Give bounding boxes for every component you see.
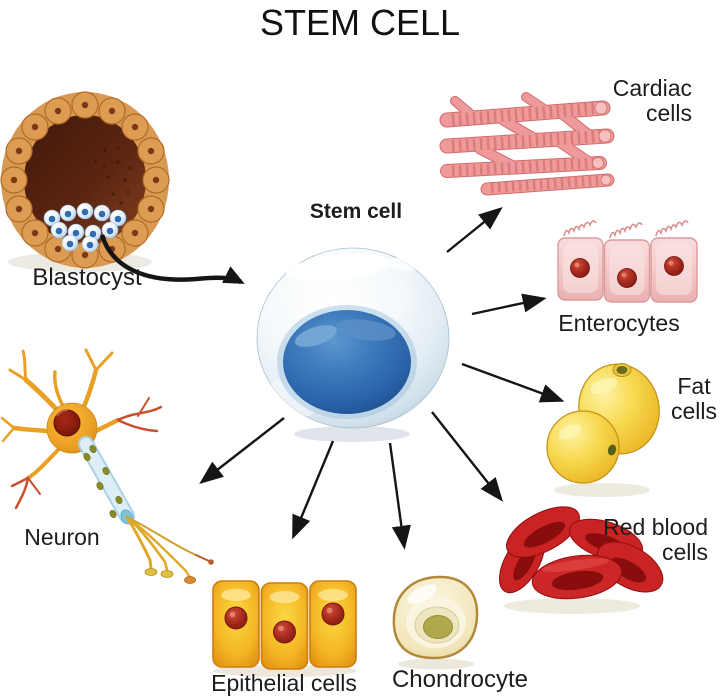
red-blood-label-line2: cells (661, 538, 708, 565)
red-blood-label-line1: Red blood (603, 514, 708, 540)
dendrite-red-tips (10, 397, 163, 510)
arrow-to-fat-cells (461, 362, 565, 403)
arrow-to-red-blood-cells (431, 411, 503, 502)
fat-label-line1: Fat (677, 373, 711, 399)
blastocyst-label: Blastocyst (32, 264, 142, 291)
neuron-illustration (0, 348, 214, 584)
stem-cell-label: Stem cell (309, 200, 403, 223)
differentiation-arrows (199, 206, 565, 550)
cardiac-cells-label: Cardiac cells (582, 76, 692, 126)
fat-cells-label: Fat cells (669, 374, 719, 424)
axon (78, 436, 135, 525)
arrow-to-chondrocyte (388, 442, 411, 550)
fat-cells-illustration (546, 363, 660, 497)
arrow-to-cardiac-cells (446, 206, 503, 253)
microvilli (563, 220, 689, 239)
enterocytes-label: Enterocytes (558, 310, 680, 336)
red-blood-cells-label: Red blood cells (596, 515, 708, 565)
arrow-blastocyst-to-stem-cell (99, 234, 245, 285)
cardiac-cells-illustration (439, 92, 615, 196)
arrow-to-epithelial-cells (292, 440, 335, 540)
blastocyst-illustration (0, 91, 170, 272)
cardiac-label-line1: Cardiac (612, 75, 692, 101)
red-blood-cells-illustration (499, 506, 664, 614)
fat-label-line2: cells (670, 397, 717, 424)
cardiac-label-line2: cells (645, 99, 692, 126)
inner-cell-mass (43, 202, 127, 253)
diagram-title: STEM CELL (259, 2, 461, 43)
arrow-to-enterocytes (471, 293, 547, 316)
dendrites (0, 348, 121, 480)
neuron-label: Neuron (24, 524, 100, 550)
stem-cell-illustration (256, 247, 450, 442)
chondrocyte-illustration (392, 575, 479, 670)
enterocytes-illustration (557, 220, 698, 303)
axon-terminals (125, 515, 214, 584)
epithelial-cells-illustration (212, 580, 357, 677)
arrow-to-neuron (199, 417, 285, 484)
epithelial-cells-label: Epithelial cells (211, 670, 357, 696)
chondrocyte-label: Chondrocyte (391, 666, 529, 693)
